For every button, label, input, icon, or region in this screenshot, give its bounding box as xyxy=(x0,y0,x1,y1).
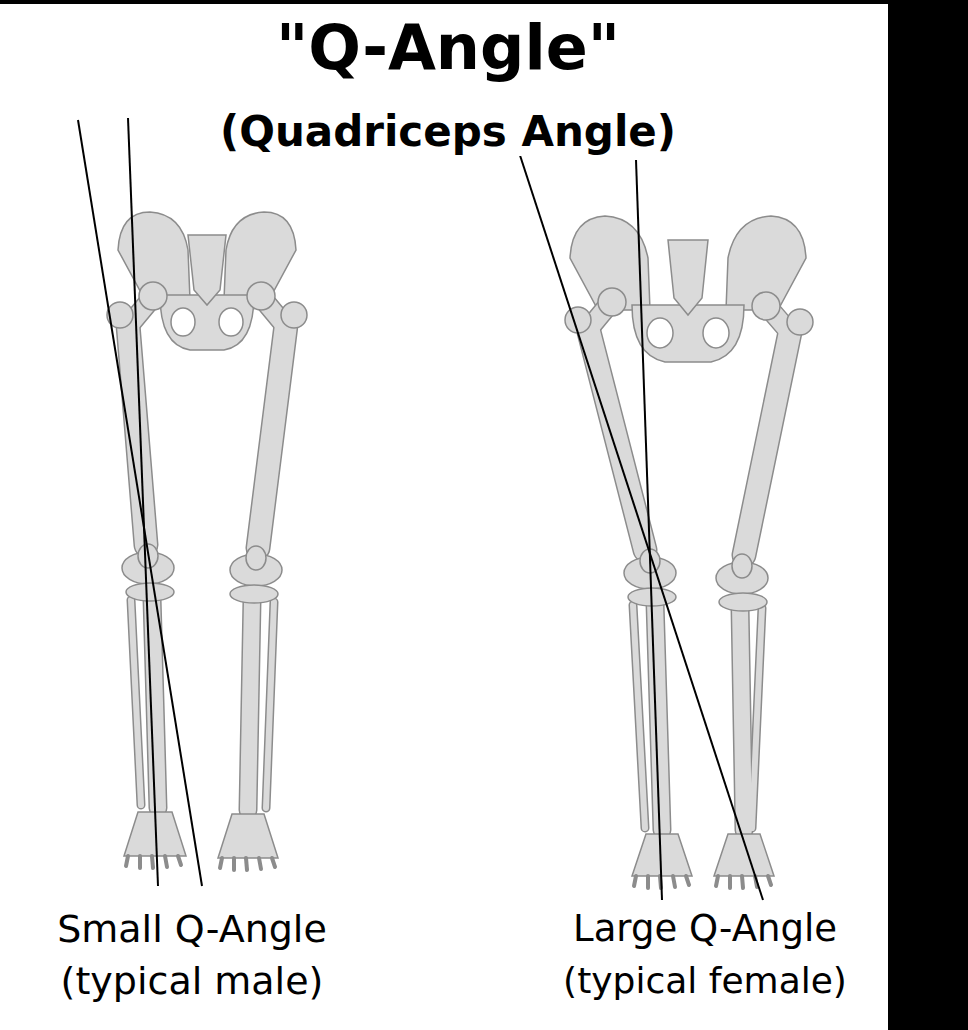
q-angle-lines xyxy=(78,118,763,900)
group-label: Large Q-Angle xyxy=(569,908,841,951)
title: "Q-Angle" xyxy=(272,12,624,83)
group-label: Small Q-Angle xyxy=(53,908,331,952)
group-note: (typical female) xyxy=(559,960,851,1001)
group-note: (typical male) xyxy=(57,960,328,1004)
subtitle: (Quadriceps Angle) xyxy=(216,108,680,156)
